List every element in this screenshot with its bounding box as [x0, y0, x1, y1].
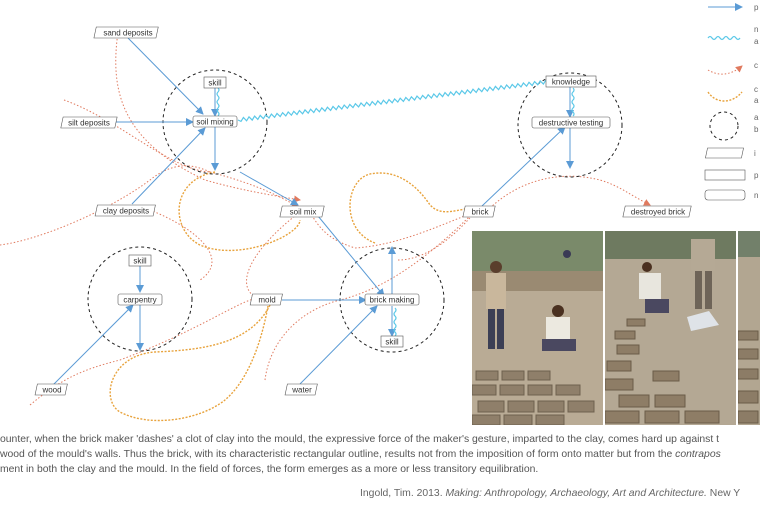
- knowledge-waves: [216, 79, 575, 337]
- node-skill-top: skill: [203, 76, 227, 89]
- node-soil-mixing: soil mixing: [192, 115, 238, 128]
- legend-text-0: p: [754, 3, 759, 12]
- legend-wave-icon: [707, 35, 741, 41]
- node-destroyed-brick: destroyed brick: [622, 205, 692, 218]
- svg-text:skill: skill: [133, 257, 147, 266]
- legend-rounded-icon: [704, 189, 746, 201]
- caption: ounter, when the brick maker 'dashes' a …: [0, 432, 760, 477]
- svg-text:soil mix: soil mix: [290, 208, 317, 217]
- svg-text:carpentry: carpentry: [123, 296, 156, 305]
- node-brick-making: brick making: [364, 293, 420, 306]
- legend-rect-icon: [704, 169, 746, 181]
- legend-orange-wave-icon: [707, 91, 743, 102]
- svg-text:destroyed brick: destroyed brick: [631, 208, 686, 217]
- citation-title: Making: Anthropology, Archaeology, Art a…: [445, 488, 707, 499]
- svg-text:water: water: [291, 386, 312, 395]
- legend-text-5: a: [754, 96, 759, 105]
- legend-parallelogram-icon: [705, 147, 744, 159]
- node-labels: sand deposits silt deposits clay deposit…: [34, 26, 692, 396]
- svg-text:sand deposits: sand deposits: [103, 29, 152, 38]
- legend-text-1: n: [754, 25, 758, 34]
- svg-text:knowledge: knowledge: [552, 78, 591, 87]
- legend-text-2: a: [754, 37, 759, 46]
- svg-text:mold: mold: [258, 296, 275, 305]
- citation-tail: New Y: [706, 488, 741, 499]
- legend-text-3: c: [754, 61, 758, 70]
- photo-brick-rows-cropped: [738, 231, 760, 425]
- svg-text:wood: wood: [41, 386, 61, 395]
- svg-text:skill: skill: [208, 79, 222, 88]
- node-silt-deposits: silt deposits: [60, 116, 118, 129]
- node-knowledge: knowledge: [545, 75, 597, 88]
- node-clay-deposits: clay deposits: [94, 204, 156, 217]
- citation: Ingold, Tim. 2013. Making: Anthropology,…: [360, 488, 740, 499]
- citation-author: Ingold, Tim. 2013.: [360, 488, 446, 499]
- caption-line-3: ment in both the clay and the mould. In …: [0, 464, 539, 475]
- node-skill-bottom: skill: [380, 335, 404, 348]
- orange-wave-loops: [109, 171, 471, 422]
- node-sand-deposits: sand deposits: [93, 26, 159, 39]
- svg-text:soil mixing: soil mixing: [196, 118, 233, 127]
- legend-text-10: n: [754, 191, 758, 200]
- caption-line-2: wood of the mould's walls. Thus the bric…: [0, 447, 760, 462]
- svg-text:destructive testing: destructive testing: [539, 119, 603, 128]
- svg-text:clay deposits: clay deposits: [103, 207, 149, 216]
- legend-dotted-icon: [707, 65, 743, 75]
- node-wood: wood: [34, 383, 68, 396]
- legend-text-9: p: [754, 171, 759, 180]
- svg-text:brick making: brick making: [370, 296, 415, 305]
- process-arrows: [51, 37, 574, 387]
- node-water: water: [284, 383, 318, 396]
- legend-circle-icon: [709, 111, 739, 141]
- node-brick: brick: [462, 205, 496, 218]
- svg-text:brick: brick: [472, 208, 490, 217]
- legend: p n a c c a a b i p n: [704, 3, 759, 201]
- photo-brick-maker-standing: [472, 231, 603, 425]
- svg-text:silt deposits: silt deposits: [68, 119, 110, 128]
- node-destructive-testing: destructive testing: [531, 116, 611, 129]
- node-skill-left: skill: [128, 254, 152, 267]
- photo-brick-maker-crouching: [605, 231, 736, 425]
- legend-text-6: a: [754, 113, 759, 122]
- legend-text-7: b: [754, 125, 759, 134]
- legend-text-8: i: [754, 149, 756, 158]
- node-mold: mold: [249, 293, 283, 306]
- node-soil-mix: soil mix: [279, 205, 325, 218]
- legend-text-4: c: [754, 85, 758, 94]
- caption-emphasis: contrapos: [675, 449, 721, 460]
- node-carpentry: carpentry: [117, 293, 163, 306]
- caption-line-2a: wood of the mould's walls. Thus the bric…: [0, 449, 676, 460]
- svg-text:skill: skill: [385, 338, 399, 347]
- caption-line-1: ounter, when the brick maker 'dashes' a …: [0, 434, 720, 445]
